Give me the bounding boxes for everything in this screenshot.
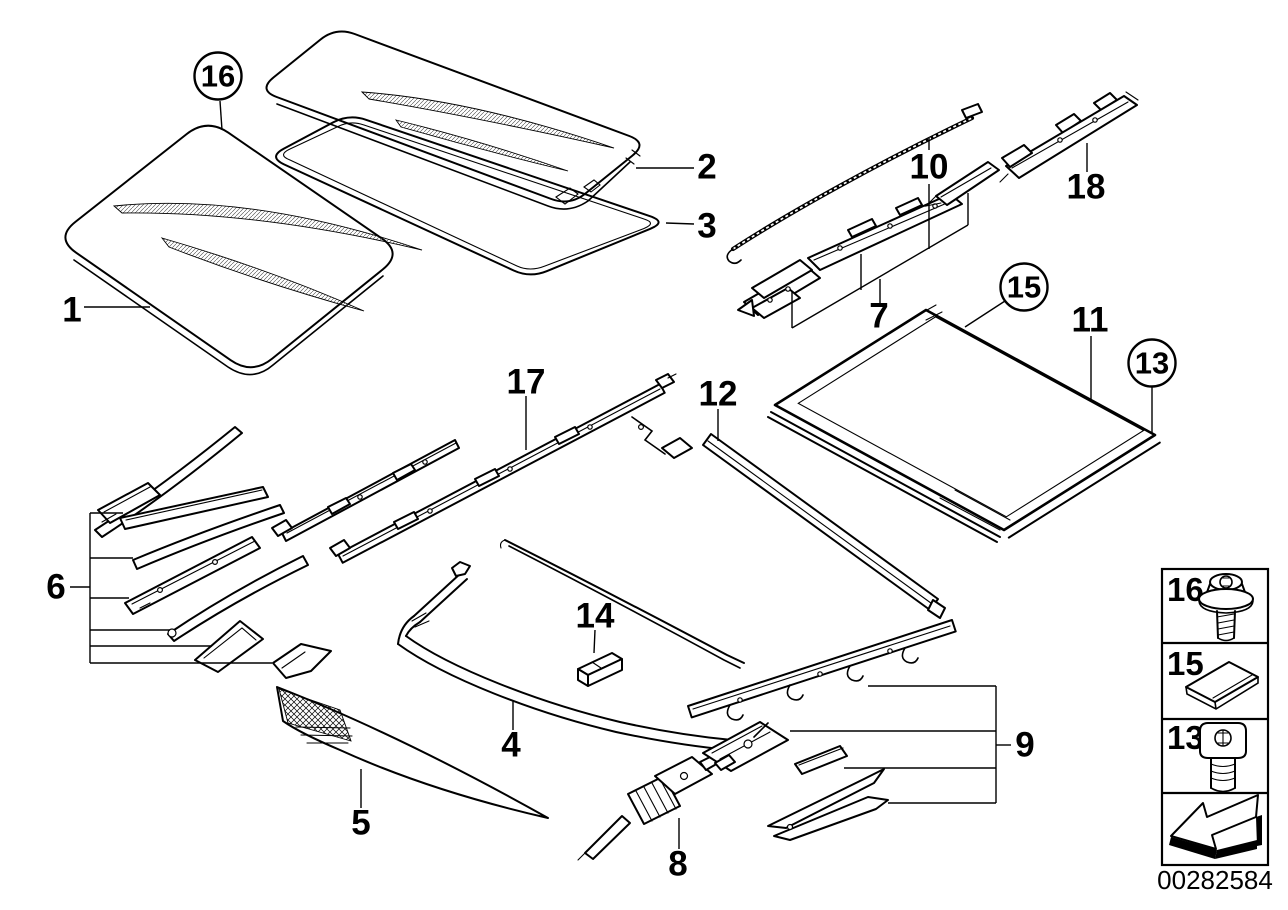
drive-motor-8 (577, 754, 721, 861)
callout-label-3: 3 (697, 207, 716, 246)
guide-frame-4 (397, 561, 742, 756)
sunblind-panel-11 (767, 304, 1161, 543)
legend-box: 16 15 13 (1160, 567, 1270, 867)
callout-label-12: 12 (699, 375, 738, 414)
callout-label-14: 14 (576, 597, 615, 636)
guide-rail-left (271, 439, 460, 542)
callout-label-1: 1 (62, 291, 81, 330)
glass-panel-rear (265, 30, 641, 210)
callout-label-8: 8 (668, 845, 687, 884)
callout-label-2: 2 (697, 148, 716, 187)
glass-panel-front (64, 124, 423, 376)
leader-line-15 (964, 300, 1006, 328)
image-number: 00282584 (1157, 865, 1273, 895)
leader-line-7 (791, 224, 969, 329)
rail-group-6 (94, 426, 332, 679)
direction-arrow-icon (1169, 794, 1262, 859)
callout-label-5: 5 (351, 804, 370, 843)
callout-label-7: 7 (869, 297, 888, 336)
seal-gasket (275, 116, 660, 276)
shim-pad-icon (1185, 661, 1259, 710)
frame-rear-rail (499, 539, 745, 669)
callout-label-10: 10 (910, 148, 949, 187)
torx-bolt-icon (1199, 722, 1247, 793)
callout-label-18: 18 (1067, 168, 1106, 207)
callout-label-13: 13 (1135, 346, 1169, 381)
callout-circle-15 (999, 262, 1049, 312)
callout-label-9: 9 (1015, 726, 1034, 765)
callout-label-17: 17 (507, 363, 546, 402)
legend-label-16: 16 (1167, 571, 1204, 608)
leader-line-14 (593, 629, 596, 654)
headliner-panel-5 (276, 686, 549, 819)
callout-label-16: 16 (201, 59, 235, 94)
rail-18 (999, 91, 1139, 183)
carriage-assembly (737, 161, 1000, 319)
torx-screw-with-washer-icon (1198, 573, 1254, 642)
drive-cable (726, 103, 983, 265)
callout-label-6: 6 (46, 568, 65, 607)
legend-label-13: 13 (1167, 719, 1204, 756)
leader-line-3 (665, 222, 695, 225)
callout-circle-13 (1127, 338, 1177, 388)
callout-label-11: 11 (1072, 301, 1109, 340)
rail-17 (329, 373, 677, 564)
slider-block-14 (577, 652, 623, 687)
legend-label-15: 15 (1167, 645, 1204, 682)
callout-label-4: 4 (501, 726, 521, 765)
callout-circle-16 (193, 51, 243, 101)
bracket-group-9 (687, 619, 957, 841)
leader-line-16 (219, 100, 223, 131)
sunshade-strip-12 (702, 433, 946, 619)
callout-label-15: 15 (1007, 270, 1041, 305)
cable-end-connector (631, 416, 693, 459)
